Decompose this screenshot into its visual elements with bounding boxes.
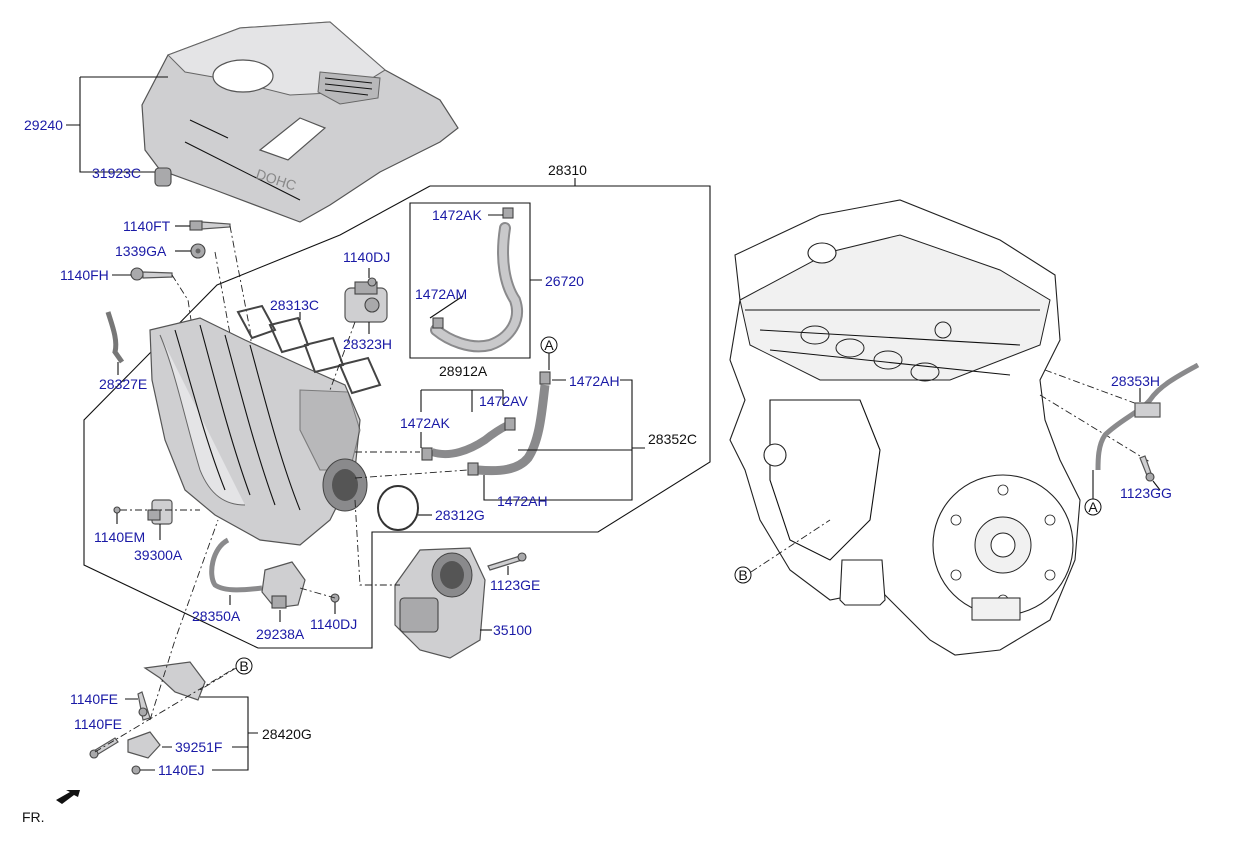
grommet-icon [154,167,172,187]
knock-sensor [127,731,161,759]
engine-block [729,199,1081,656]
front-orientation: FR. [22,790,80,825]
reference-marker-b: B [235,657,253,675]
part-1472AV: 1472AV [479,393,528,409]
part-1472AK-top: 1472AK [432,207,482,223]
ref-a-top: A [544,337,554,353]
part-29240: 29240 [24,117,63,133]
reference-marker-a: A [540,336,558,354]
intake-manifold [149,317,368,546]
part-28350A: 28350A [192,608,241,624]
part-28327E: 28327E [99,376,147,392]
ref-b-bottom: B [738,567,747,583]
part-26720: 26720 [545,273,584,289]
ref-b-left: B [239,658,248,674]
part-31923C: 31923C [92,165,141,181]
part-1472AM: 1472AM [415,286,467,302]
group-outline-28310 [83,185,711,649]
ref-a-right: A [1088,499,1098,515]
part-1140EJ: 1140EJ [158,762,204,778]
part-1472AK-mid: 1472AK [400,415,450,431]
engine-cover: DOHC [141,21,459,223]
part-1339GA: 1339GA [115,243,167,259]
part-28313C: 28313C [270,297,319,313]
front-label: FR. [22,809,45,825]
part-1140FH: 1140FH [60,267,109,283]
part-1123GE: 1123GE [490,577,540,593]
part-35100: 35100 [493,622,532,638]
part-39300A: 39300A [134,547,183,563]
part-28353H: 28353H [1111,373,1160,389]
part-labels: 29240 31923C 28310 1140FT 1339GA 1140FH … [24,117,1172,778]
gasket [236,304,382,395]
part-28420G: 28420G [262,726,312,742]
part-1140FT: 1140FT [123,218,171,234]
nut-icon [190,243,206,259]
part-1140FE-2: 1140FE [74,716,122,732]
part-28352C: 28352C [648,431,697,447]
part-28312G: 28312G [435,507,485,523]
part-28323H: 28323H [343,336,392,352]
purge-control-valve [344,281,388,323]
reference-marker-a: A [1084,498,1102,516]
bracket [143,661,206,701]
part-1140DJ-bot: 1140DJ [310,616,357,632]
part-28310: 28310 [548,162,587,178]
front-arrow-icon [56,790,80,804]
throttle-body [394,547,486,659]
bolt-icon [130,267,173,281]
bolt-icon [189,220,231,231]
reference-marker-b: B [734,566,752,584]
part-29238A: 29238A [256,626,305,642]
part-1472AH-bot: 1472AH [497,493,548,509]
part-28912A: 28912A [439,363,488,379]
part-1140EM: 1140EM [94,529,145,545]
map-sensor [147,499,173,525]
part-1140FE-1: 1140FE [70,691,118,707]
part-1140DJ-top: 1140DJ [343,249,390,265]
pcv-valve [261,561,306,609]
part-1472AH-top: 1472AH [569,373,620,389]
part-39251F: 39251F [175,739,222,755]
part-1123GG: 1123GG [1120,485,1172,501]
